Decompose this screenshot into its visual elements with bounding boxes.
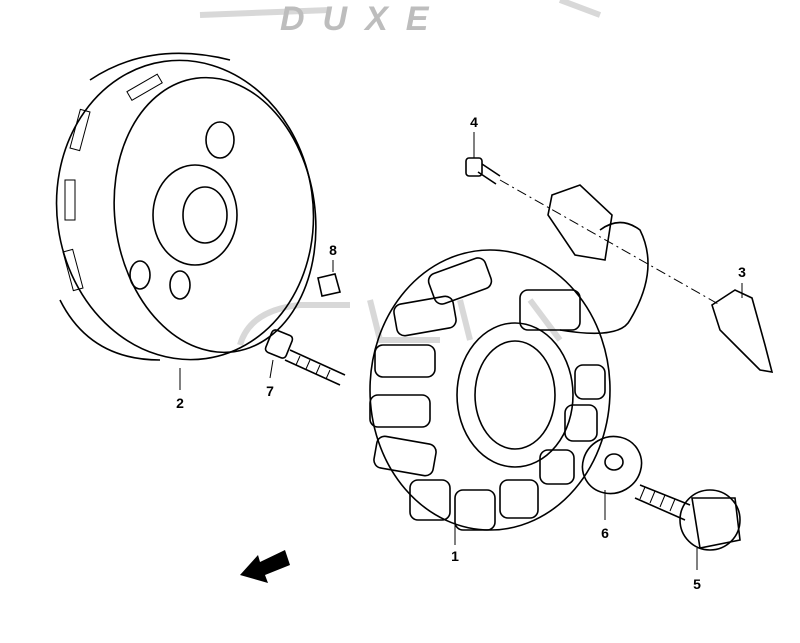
part-label-3: 3 (738, 264, 746, 280)
part-label-6: 6 (601, 525, 609, 541)
watermark-text: DUXE (280, 0, 447, 38)
part-label-7: 7 (266, 383, 274, 399)
clamp-bracket (547, 184, 613, 261)
front-direction-arrow-icon (240, 550, 290, 583)
assembly-line (499, 179, 721, 306)
part-label-2: 2 (176, 395, 184, 411)
stator-part (369, 221, 649, 531)
screw-4-part (465, 157, 501, 185)
bolt-5-part (634, 484, 741, 551)
part-label-4: 4 (470, 114, 478, 130)
watermark-logo (199, 0, 602, 346)
part-label-1: 1 (451, 548, 459, 564)
clamp-3-part (711, 289, 774, 373)
leader-lines (179, 132, 743, 570)
washer-part (581, 435, 643, 495)
bolt-7-part (264, 329, 346, 386)
rotor-part (55, 52, 317, 361)
part-label-5: 5 (693, 576, 701, 592)
key-part (317, 273, 341, 297)
part-label-8: 8 (329, 242, 337, 258)
